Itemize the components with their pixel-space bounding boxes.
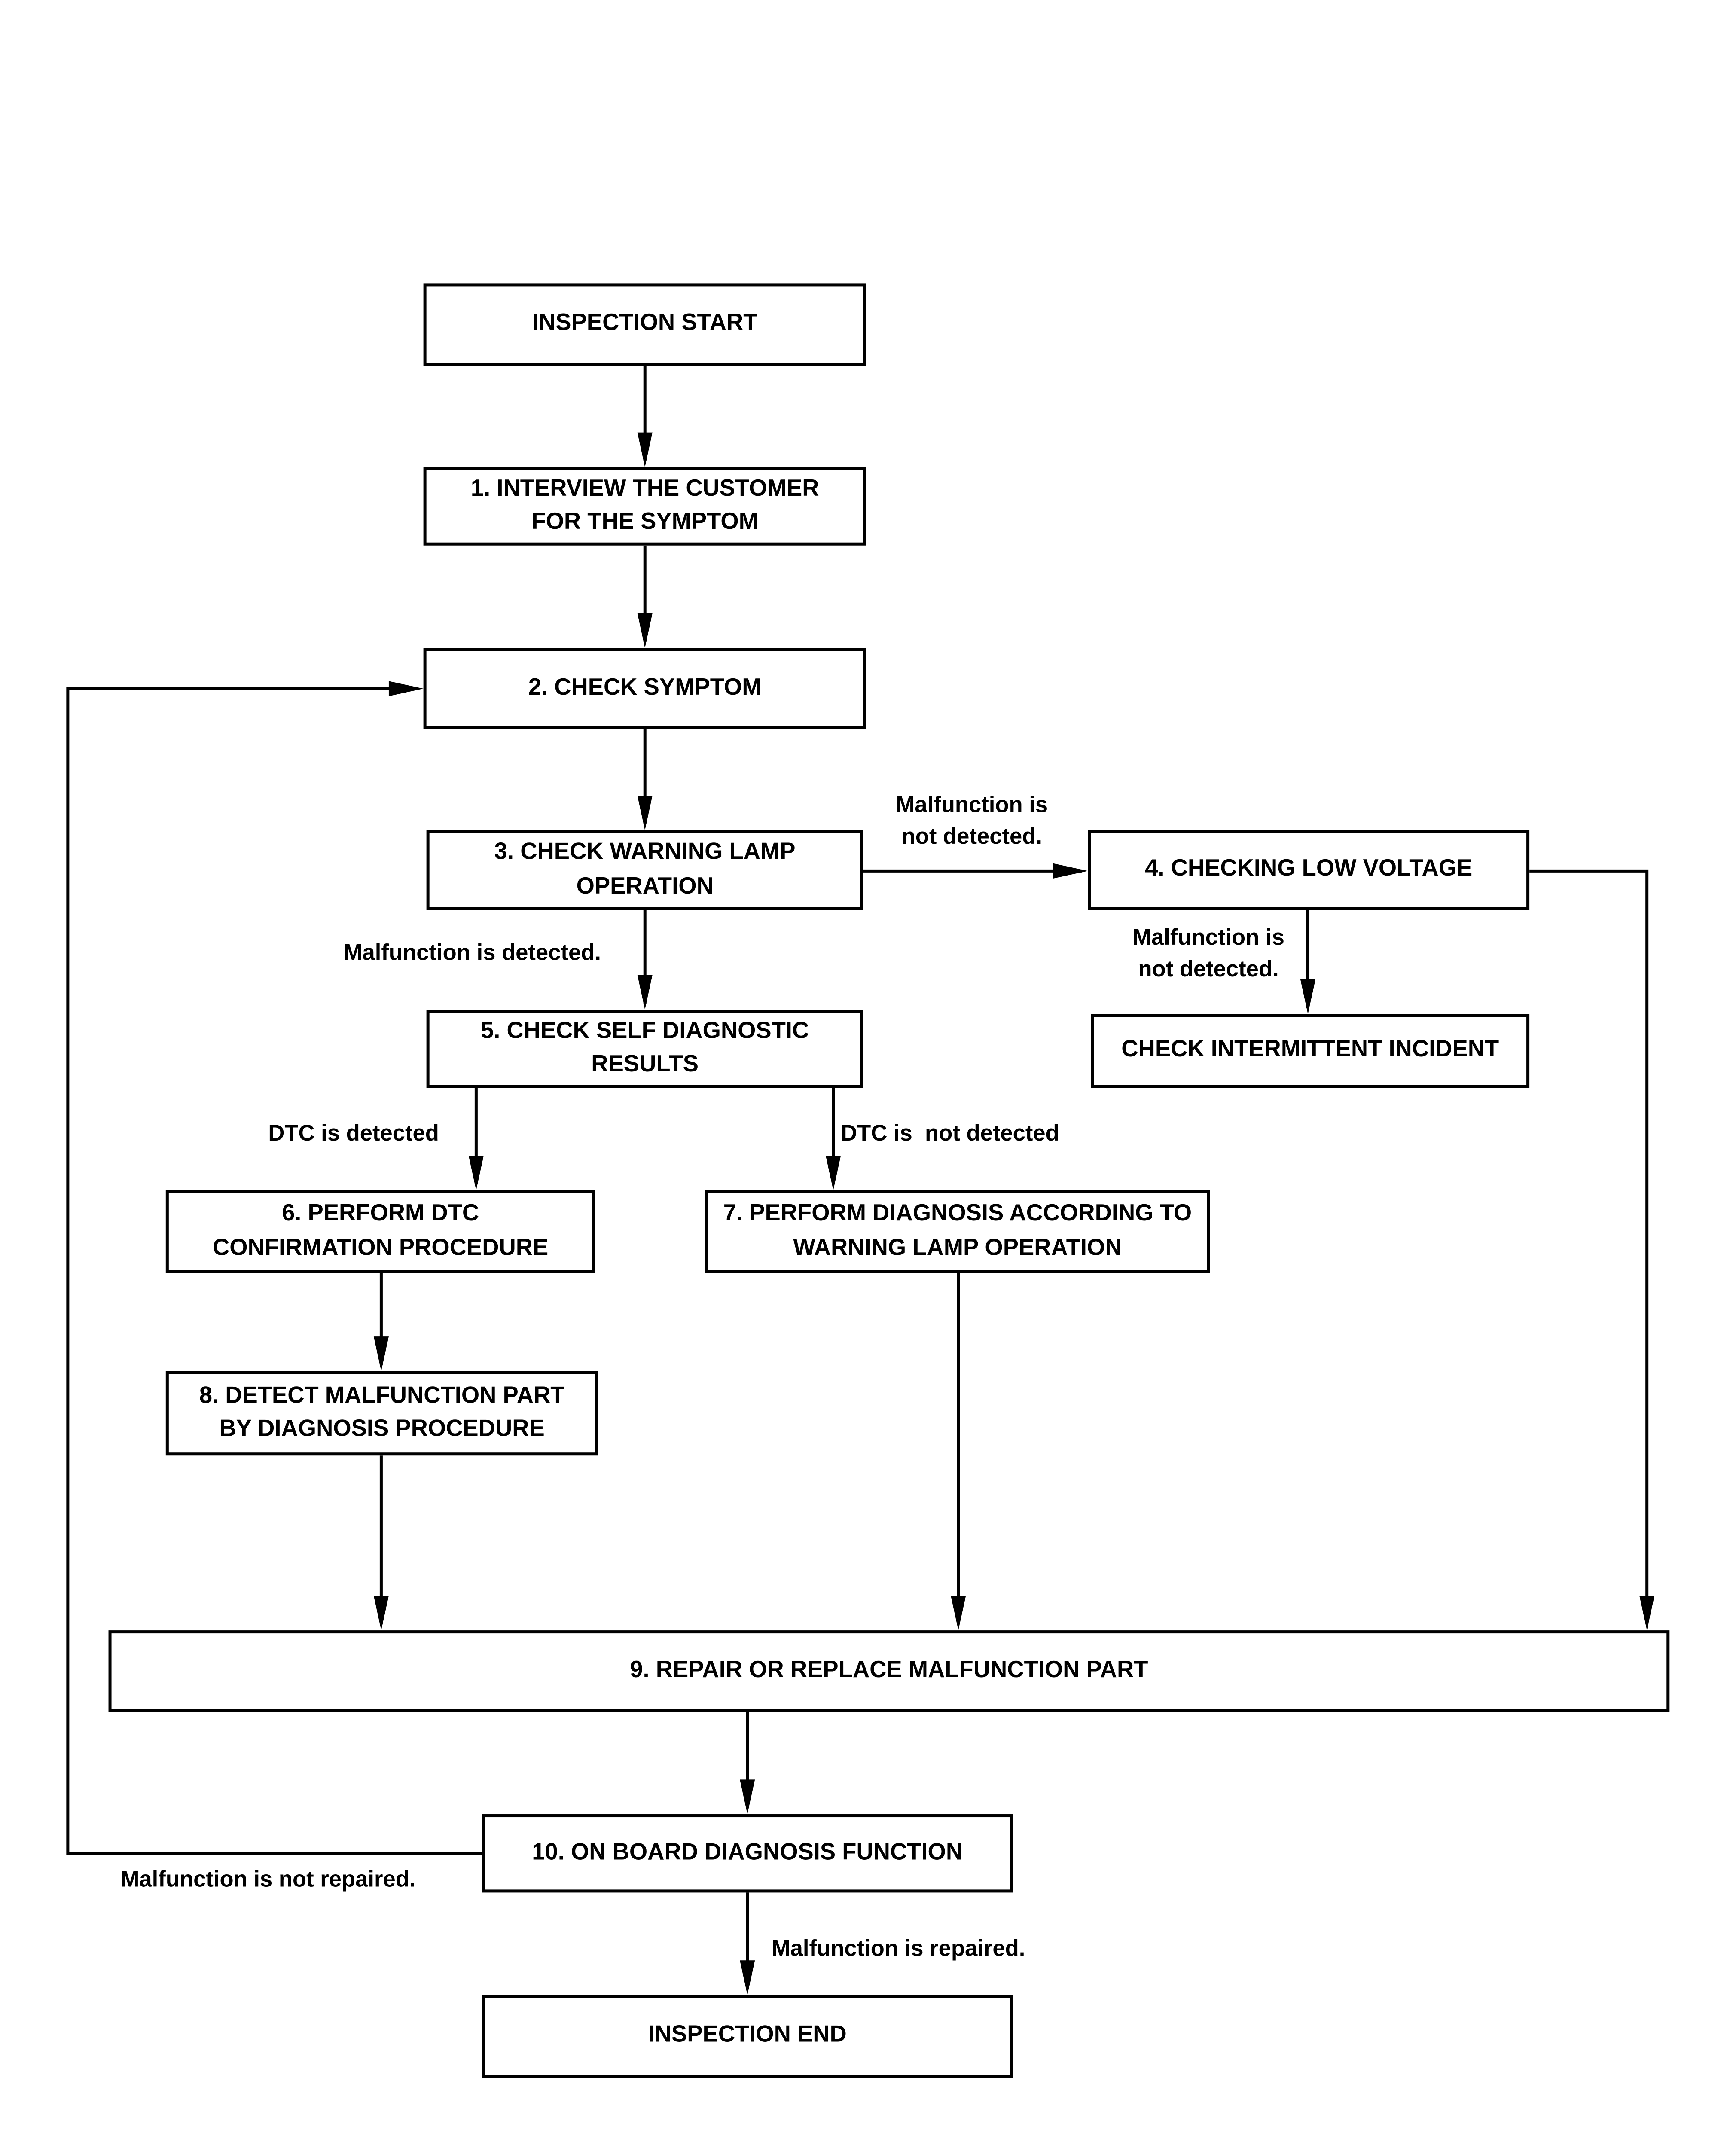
node-step10-on-board-diagnosis: 10. ON BOARD DIAGNOSIS FUNCTION: [482, 1814, 1013, 1893]
arrowhead-step3-to-step4: [1053, 863, 1088, 879]
node-step3-check-warning-lamp: 3. CHECK WARNING LAMP OPERATION: [426, 830, 863, 910]
edge-label-malfunction-not-detected-step4: Malfunction is not detected.: [1132, 925, 1284, 982]
node-step1-interview-customer: 1. INTERVIEW THE CUSTOMER FOR THE SYMPTO…: [423, 467, 866, 546]
arrowhead-step7-to-step9: [951, 1596, 966, 1631]
edge-step10-to-step2-feedback: [66, 687, 482, 1855]
node-step8-detect-malfunction-part: 8. DETECT MALFUNCTION PART BY DIAGNOSIS …: [165, 1371, 598, 1456]
edge-label-malfunction-repaired: Malfunction is repaired.: [771, 1936, 1025, 1962]
node-inspection-start: INSPECTION START: [423, 283, 866, 366]
arrowhead-start-to-step1: [637, 432, 653, 467]
node-step7-diagnosis-warning-lamp: 7. PERFORM DIAGNOSIS ACCORDING TO WARNIN…: [705, 1190, 1210, 1273]
arrowhead-step1-to-step2: [637, 613, 653, 648]
arrowhead-step3-to-step5: [637, 975, 653, 1010]
edge-label-dtc-not-detected: DTC is not detected: [841, 1121, 1059, 1147]
arrowhead-step4-to-intermittent: [1300, 979, 1316, 1014]
arrowhead-step9-to-step10: [740, 1779, 755, 1815]
arrowhead-step5-to-step7: [826, 1156, 841, 1190]
edge-label-dtc-detected: DTC is detected: [268, 1121, 439, 1147]
arrowhead-step6-to-step8: [373, 1336, 389, 1371]
arrowhead-step4-to-step9: [1639, 1596, 1655, 1631]
node-step5-check-self-diagnostic: 5. CHECK SELF DIAGNOSTIC RESULTS: [426, 1010, 863, 1088]
node-step9-repair-replace: 9. REPAIR OR REPLACE MALFUNCTION PART: [108, 1630, 1670, 1712]
edge-label-malfunction-detected-step3: Malfunction is detected.: [343, 940, 601, 966]
arrowhead-step8-to-step9: [373, 1596, 389, 1631]
node-step4-checking-low-voltage: 4. CHECKING LOW VOLTAGE: [1088, 830, 1530, 910]
edge-step4-to-step9: [1529, 869, 1649, 1625]
node-check-intermittent-incident: CHECK INTERMITTENT INCIDENT: [1091, 1014, 1530, 1088]
arrowhead-step10-to-step2-feedback: [388, 681, 424, 696]
node-step2-check-symptom: 2. CHECK SYMPTOM: [423, 648, 866, 729]
arrowhead-step2-to-step3: [637, 795, 653, 830]
node-step6-dtc-confirmation: 6. PERFORM DTC CONFIRMATION PROCEDURE: [165, 1190, 595, 1273]
edge-label-malfunction-not-detected-step3: Malfunction is not detected.: [896, 792, 1048, 850]
node-inspection-end: INSPECTION END: [482, 1995, 1013, 2078]
edge-label-malfunction-not-repaired: Malfunction is not repaired.: [120, 1867, 416, 1893]
arrowhead-step10-to-end: [740, 1960, 755, 1995]
arrowhead-step5-to-step6: [468, 1156, 484, 1190]
